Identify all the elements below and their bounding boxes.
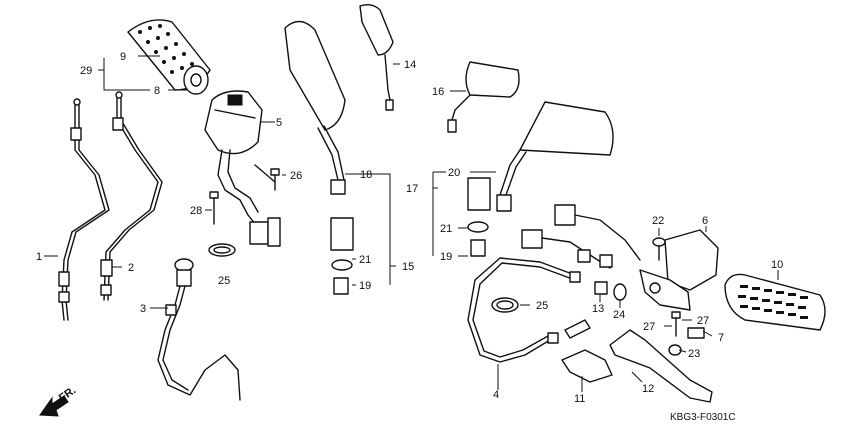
- callout-7: 7: [718, 332, 724, 344]
- left-mirror: [284, 20, 346, 195]
- callout-8: 8: [154, 85, 160, 97]
- washer-24: [613, 283, 627, 301]
- mirror-adaptor-right: [467, 177, 491, 257]
- callout-22: 22: [652, 215, 664, 227]
- callout-28: 28: [190, 205, 202, 217]
- bolt-13: [594, 281, 608, 295]
- screw-22: [652, 237, 666, 261]
- callout-18: 18: [360, 169, 372, 181]
- callout-12: 12: [642, 383, 654, 395]
- callout-25-left: 25: [218, 275, 230, 287]
- callout-4: 4: [493, 389, 499, 401]
- cable-clamp-right: [491, 297, 519, 313]
- callout-10: 10: [771, 259, 783, 271]
- choke-cable: [157, 258, 241, 401]
- cable-adjuster: [564, 319, 591, 339]
- bolt-27-left: [671, 311, 681, 337]
- callout-labels: 9 29 8 5 26 28 25 1 2 3 14 16 18 21 15 1…: [36, 51, 783, 423]
- callout-6: 6: [702, 215, 708, 227]
- callout-3: 3: [140, 303, 146, 315]
- left-handlebar-switch: [204, 90, 281, 247]
- screw-26: [270, 168, 280, 191]
- callout-5: 5: [276, 117, 282, 129]
- brake-lever: [609, 329, 713, 403]
- callout-26: 26: [290, 170, 302, 182]
- pivot-7: [687, 327, 705, 339]
- clutch-lever-holder: [561, 349, 613, 383]
- callout-19-left: 19: [359, 280, 371, 292]
- callout-27-left: 27: [643, 321, 655, 333]
- callout-25-right: 25: [536, 300, 548, 312]
- throttle-cable-2: [100, 91, 163, 301]
- cable-clamp-left: [208, 243, 236, 257]
- mirror-14: [359, 3, 394, 111]
- front-direction-arrow: [39, 395, 69, 417]
- callout-14: 14: [404, 59, 416, 71]
- callout-23: 23: [688, 348, 700, 360]
- leader-lines: [44, 55, 779, 392]
- callout-11: 11: [574, 393, 585, 405]
- callout-20: 20: [448, 167, 460, 179]
- callout-17: 17: [406, 183, 418, 195]
- callout-16: 16: [432, 86, 444, 98]
- right-wiring-harness: [521, 204, 641, 269]
- callout-19-right: 19: [440, 251, 452, 263]
- callout-2: 2: [128, 262, 134, 274]
- left-grip: [127, 19, 211, 95]
- brake-master-cylinder: [639, 229, 719, 311]
- callout-24: 24: [613, 309, 625, 321]
- callout-21-right: 21: [440, 223, 452, 235]
- mirror-16: [447, 61, 520, 133]
- callout-27-right: 27: [697, 315, 709, 327]
- nut-23: [668, 344, 682, 356]
- right-grip: [724, 273, 826, 331]
- clutch-cable: [467, 257, 581, 363]
- throttle-cable-1: [58, 98, 110, 321]
- callout-13: 13: [592, 303, 604, 315]
- callout-15: 15: [402, 261, 414, 273]
- right-mirror: [496, 101, 614, 212]
- screw-28: [209, 191, 219, 225]
- callout-29: 29: [80, 65, 92, 77]
- callout-9: 9: [120, 51, 126, 63]
- callout-21-left: 21: [359, 254, 371, 266]
- callout-1: 1: [36, 251, 42, 263]
- diagram-code: KBG3-F0301C: [670, 412, 736, 423]
- mirror-adaptor-left: [330, 217, 354, 295]
